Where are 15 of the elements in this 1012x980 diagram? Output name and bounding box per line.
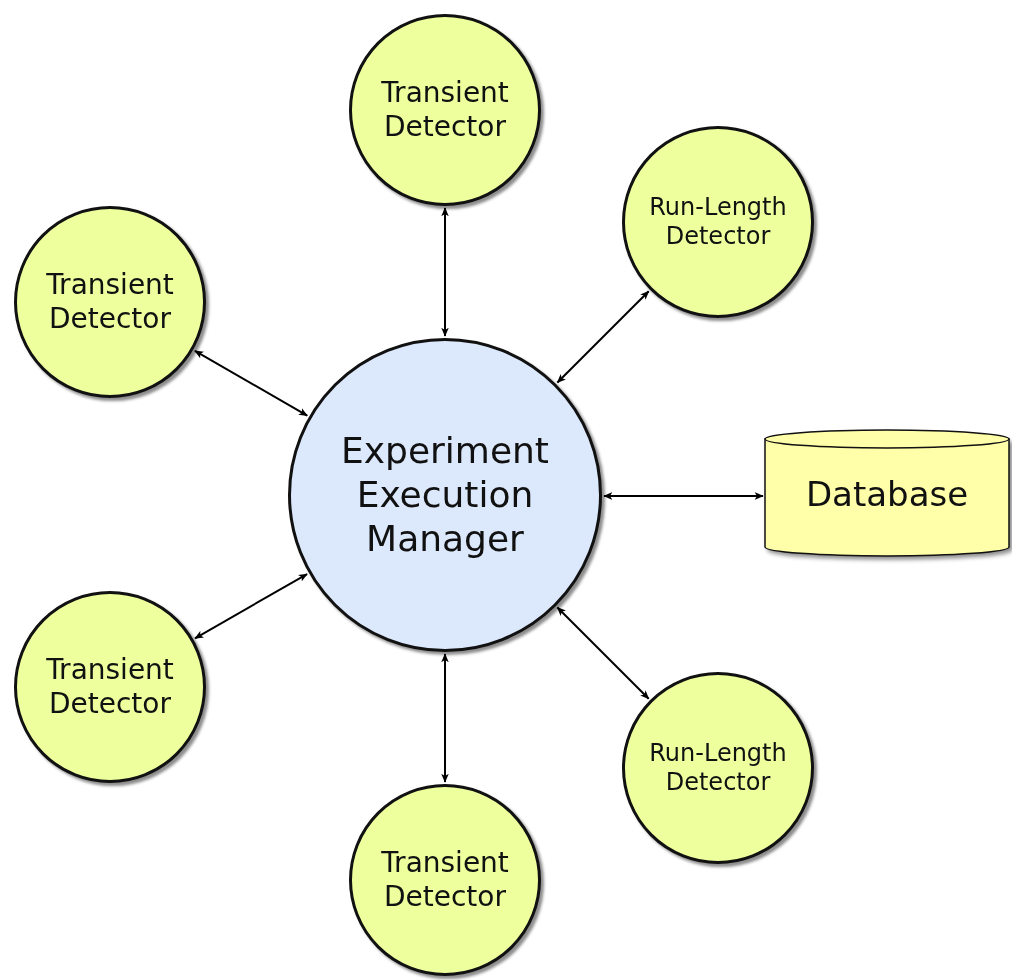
double-arrow <box>441 653 449 783</box>
node-label: Experiment Execution Manager <box>340 429 550 561</box>
node-label: Run-Length Detector <box>648 192 788 252</box>
node-label: Transient Detector <box>380 845 510 915</box>
node-label: Run-Length Detector <box>648 738 788 798</box>
node-label: Database <box>805 474 969 516</box>
double-arrow <box>194 573 309 640</box>
node-label: Transient Detector <box>380 75 510 145</box>
double-arrow <box>556 606 650 700</box>
node-label: Transient Detector <box>45 652 175 722</box>
double-arrow <box>603 492 764 500</box>
double-arrow <box>193 349 309 417</box>
node-label: Transient Detector <box>45 267 175 337</box>
double-arrow <box>556 290 650 384</box>
double-arrow <box>441 207 449 337</box>
